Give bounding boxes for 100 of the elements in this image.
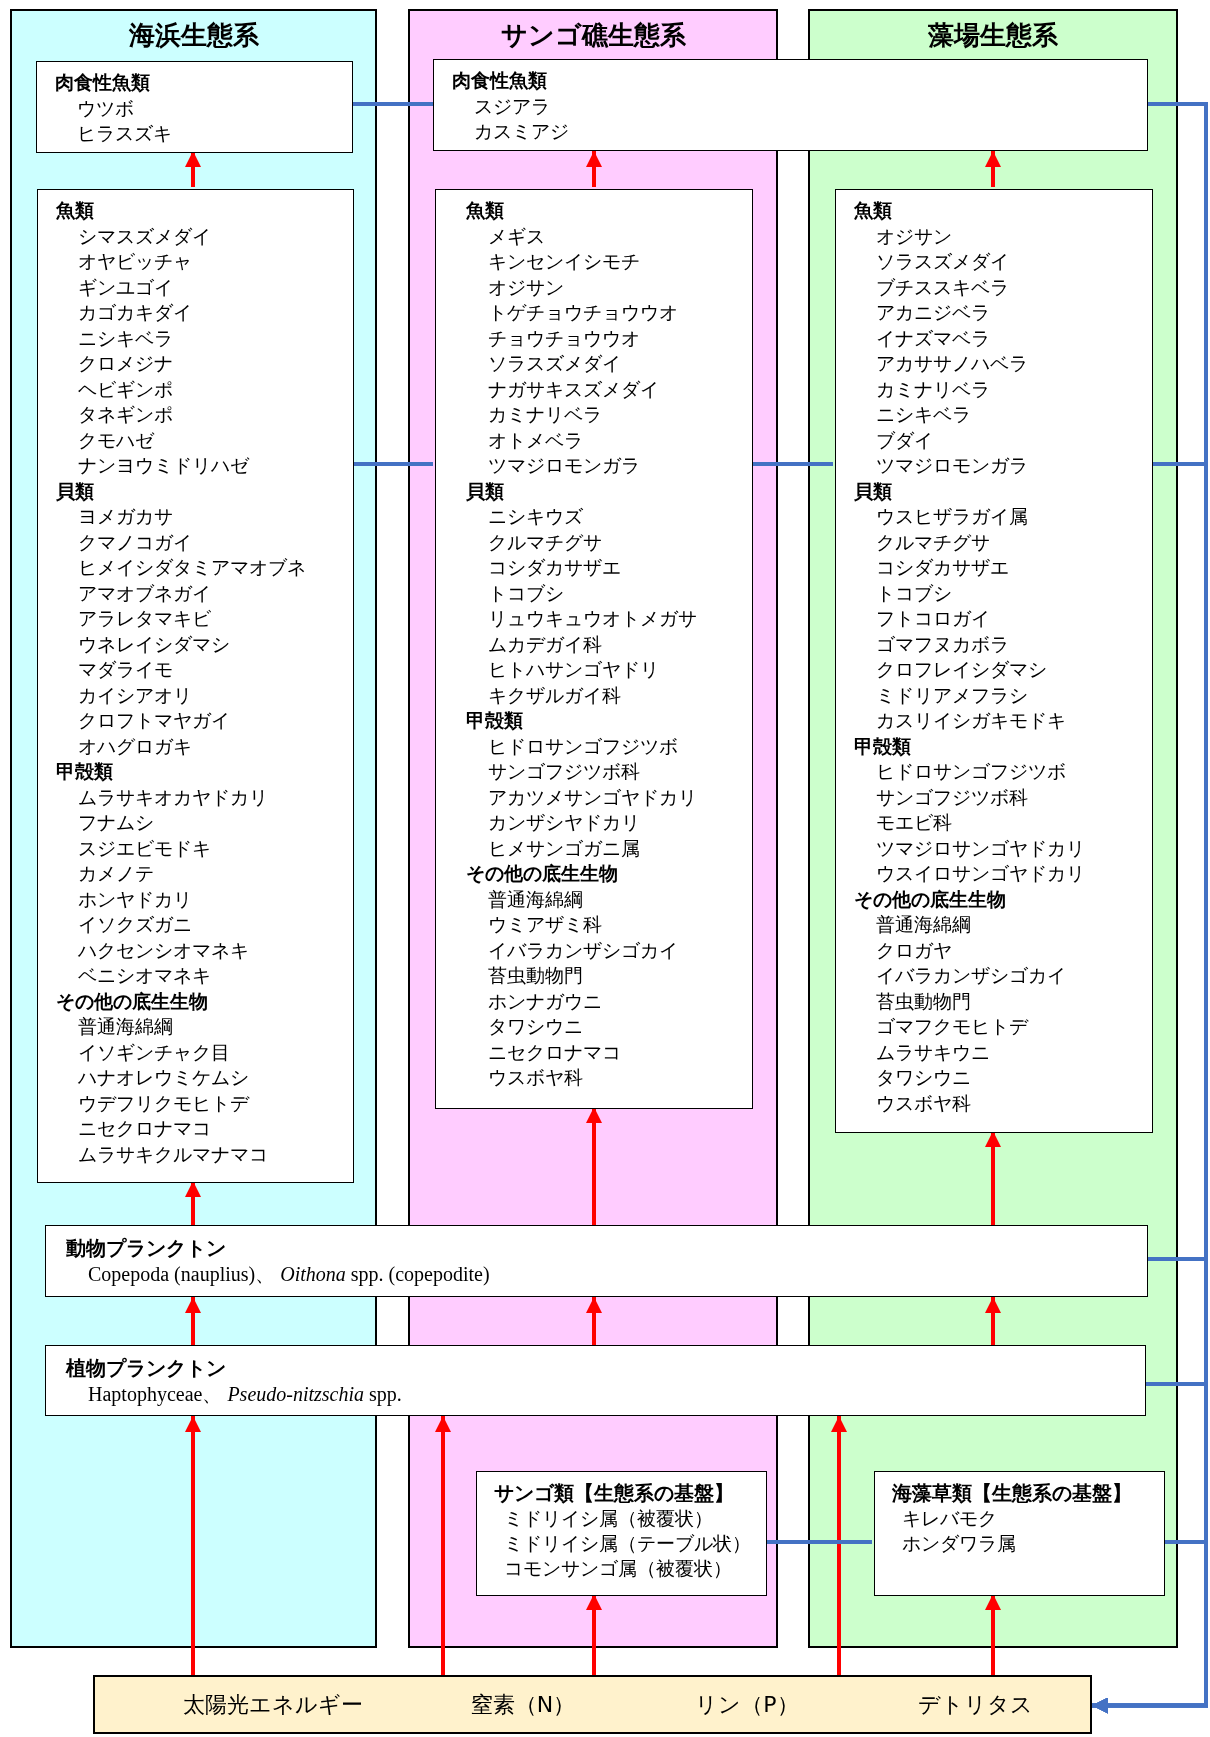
species-name: ムカデガイ科	[487, 632, 603, 657]
species-name: コシダカサザエ	[487, 556, 622, 580]
group-heading: 貝類	[466, 478, 505, 504]
group-heading: その他の底生生物	[56, 988, 209, 1014]
species-name: マダライモ	[77, 658, 174, 682]
species-name: カイシアオリ	[77, 683, 193, 708]
species-name: ムラサキオカヤドカリ	[77, 785, 269, 810]
species-name: ハナオレウミケムシ	[77, 1066, 250, 1090]
panel-title: サンゴ礁生態系	[500, 19, 686, 52]
species-text: Copepoda (nauplius)、 Oithona spp. (copepodite)	[87, 1262, 491, 1287]
species-name: ウツボ	[76, 96, 135, 121]
arrow	[586, 151, 602, 187]
species-name: フナムシ	[77, 811, 155, 835]
species-name: 普通海綿綱	[875, 913, 972, 937]
arrow	[831, 1416, 847, 1675]
species-name: クマノコガイ	[77, 530, 193, 555]
species-name: トコブシ	[875, 581, 953, 606]
arrow	[185, 1416, 201, 1675]
species-name: アカツメサンゴヤドカリ	[487, 785, 698, 810]
species-name: イソクズガニ	[77, 913, 193, 937]
species-name: クロメジナ	[77, 352, 174, 376]
species-name: ブダイ	[875, 428, 934, 453]
species-name: オトメベラ	[487, 428, 584, 453]
panel-title: 藻場生態系	[928, 19, 1058, 52]
arrow	[435, 1416, 451, 1675]
group-heading: 肉食性魚類	[55, 70, 151, 95]
species-name: オヤビッチャ	[77, 250, 193, 274]
group-heading: 魚類	[466, 198, 505, 223]
species-name: イバラカンザシゴカイ	[875, 964, 1067, 988]
species-name: 普通海綿綱	[487, 887, 584, 912]
species-name: カミナリベラ	[875, 377, 991, 402]
group-heading: 魚類	[854, 198, 893, 223]
species-name: カミナリベラ	[487, 403, 603, 427]
arrow	[985, 1297, 1001, 1345]
species-name: ミドリイシ属（テーブル状）	[503, 1532, 752, 1556]
species-name: クロフトマヤガイ	[77, 709, 231, 733]
species-name: ツマジロモンガラ	[875, 454, 1029, 478]
species-name: スジアラ	[473, 94, 551, 119]
species-name: タワシウニ	[875, 1066, 972, 1090]
panel-title: 海浜生態系	[128, 19, 259, 52]
species-name: タネギンポ	[77, 403, 174, 427]
species-name: オジサン	[875, 224, 953, 249]
species-name: イソギンチャク目	[77, 1040, 231, 1065]
species-name: キンセンイシモチ	[487, 250, 641, 274]
species-name: タワシウニ	[487, 1015, 584, 1039]
species-name: チョウチョウウオ	[487, 326, 641, 351]
species-box	[37, 189, 354, 1183]
species-name: サンゴフジツボ科	[487, 760, 641, 784]
connector-line	[751, 462, 833, 466]
resource-box	[93, 1675, 1092, 1734]
species-name: イナズマベラ	[875, 326, 991, 351]
arrow	[1092, 1540, 1208, 1714]
species-name: ナンヨウミドリハゼ	[77, 454, 250, 478]
arrow	[586, 1297, 602, 1345]
species-name: コモンサンゴ属（被覆状）	[503, 1557, 733, 1581]
species-name: ウデフリクモヒトデ	[77, 1091, 251, 1116]
species-name: ヒメサンゴガニ属	[487, 836, 641, 861]
box-heading: 植物プランクトン	[66, 1355, 227, 1381]
species-name: カスミアジ	[473, 120, 570, 144]
group-heading: 甲殻類	[56, 759, 114, 784]
species-name: ウミアザミ科	[487, 913, 603, 937]
foundation-box	[476, 1471, 767, 1596]
species-name: ヒメイシダタミアマオブネ	[77, 556, 307, 580]
group-heading: その他の底生生物	[854, 886, 1007, 912]
species-name: サンゴフジツボ科	[875, 785, 1029, 810]
group-heading: その他の底生生物	[466, 861, 619, 886]
resource-label: デトリタス	[917, 1690, 1033, 1719]
species-name: アカササノハベラ	[875, 352, 1029, 376]
species-name: カメノテ	[77, 862, 155, 886]
arrow	[185, 1181, 201, 1225]
box-heading: 動物プランクトン	[66, 1235, 227, 1261]
plankton-box	[45, 1225, 1148, 1297]
species-name: クロガヤ	[875, 938, 953, 963]
species-name: 普通海綿綱	[77, 1015, 174, 1039]
species-box	[433, 59, 1148, 151]
species-name: クルマチグサ	[487, 530, 603, 555]
species-name: スジエビモドキ	[77, 836, 212, 861]
species-name: ナガサキスズメダイ	[487, 377, 660, 402]
connector-line	[351, 102, 433, 106]
species-box	[835, 189, 1153, 1133]
species-name: トゲチョウチョウウオ	[487, 301, 679, 325]
species-name: ニシキウズ	[487, 505, 584, 529]
species-name: ベニシオマネキ	[77, 964, 212, 988]
species-name: カスリイシガキモドキ	[875, 709, 1067, 733]
arrow	[985, 1131, 1001, 1225]
arrow	[185, 151, 201, 187]
group-heading: 肉食性魚類	[452, 68, 548, 93]
species-name: ホンナガウニ	[487, 989, 603, 1014]
species-name: ホンダワラ属	[901, 1532, 1017, 1556]
species-text: Haptophyceae、 Pseudo-nitzschia spp.	[87, 1382, 403, 1407]
species-box	[435, 189, 753, 1109]
species-name: ニシキベラ	[875, 403, 972, 427]
species-name: ヒトハサンゴヤドリ	[487, 658, 660, 682]
species-name: ヒラスズキ	[76, 122, 173, 146]
species-name: ハクセンシオマネキ	[77, 938, 250, 963]
species-name: カンザシヤドカリ	[487, 811, 641, 835]
species-name: ギンユゴイ	[77, 275, 174, 300]
group-heading: 魚類	[56, 198, 95, 223]
species-name: ウネレイシダマシ	[77, 632, 231, 657]
species-name: ニシキベラ	[77, 326, 174, 351]
